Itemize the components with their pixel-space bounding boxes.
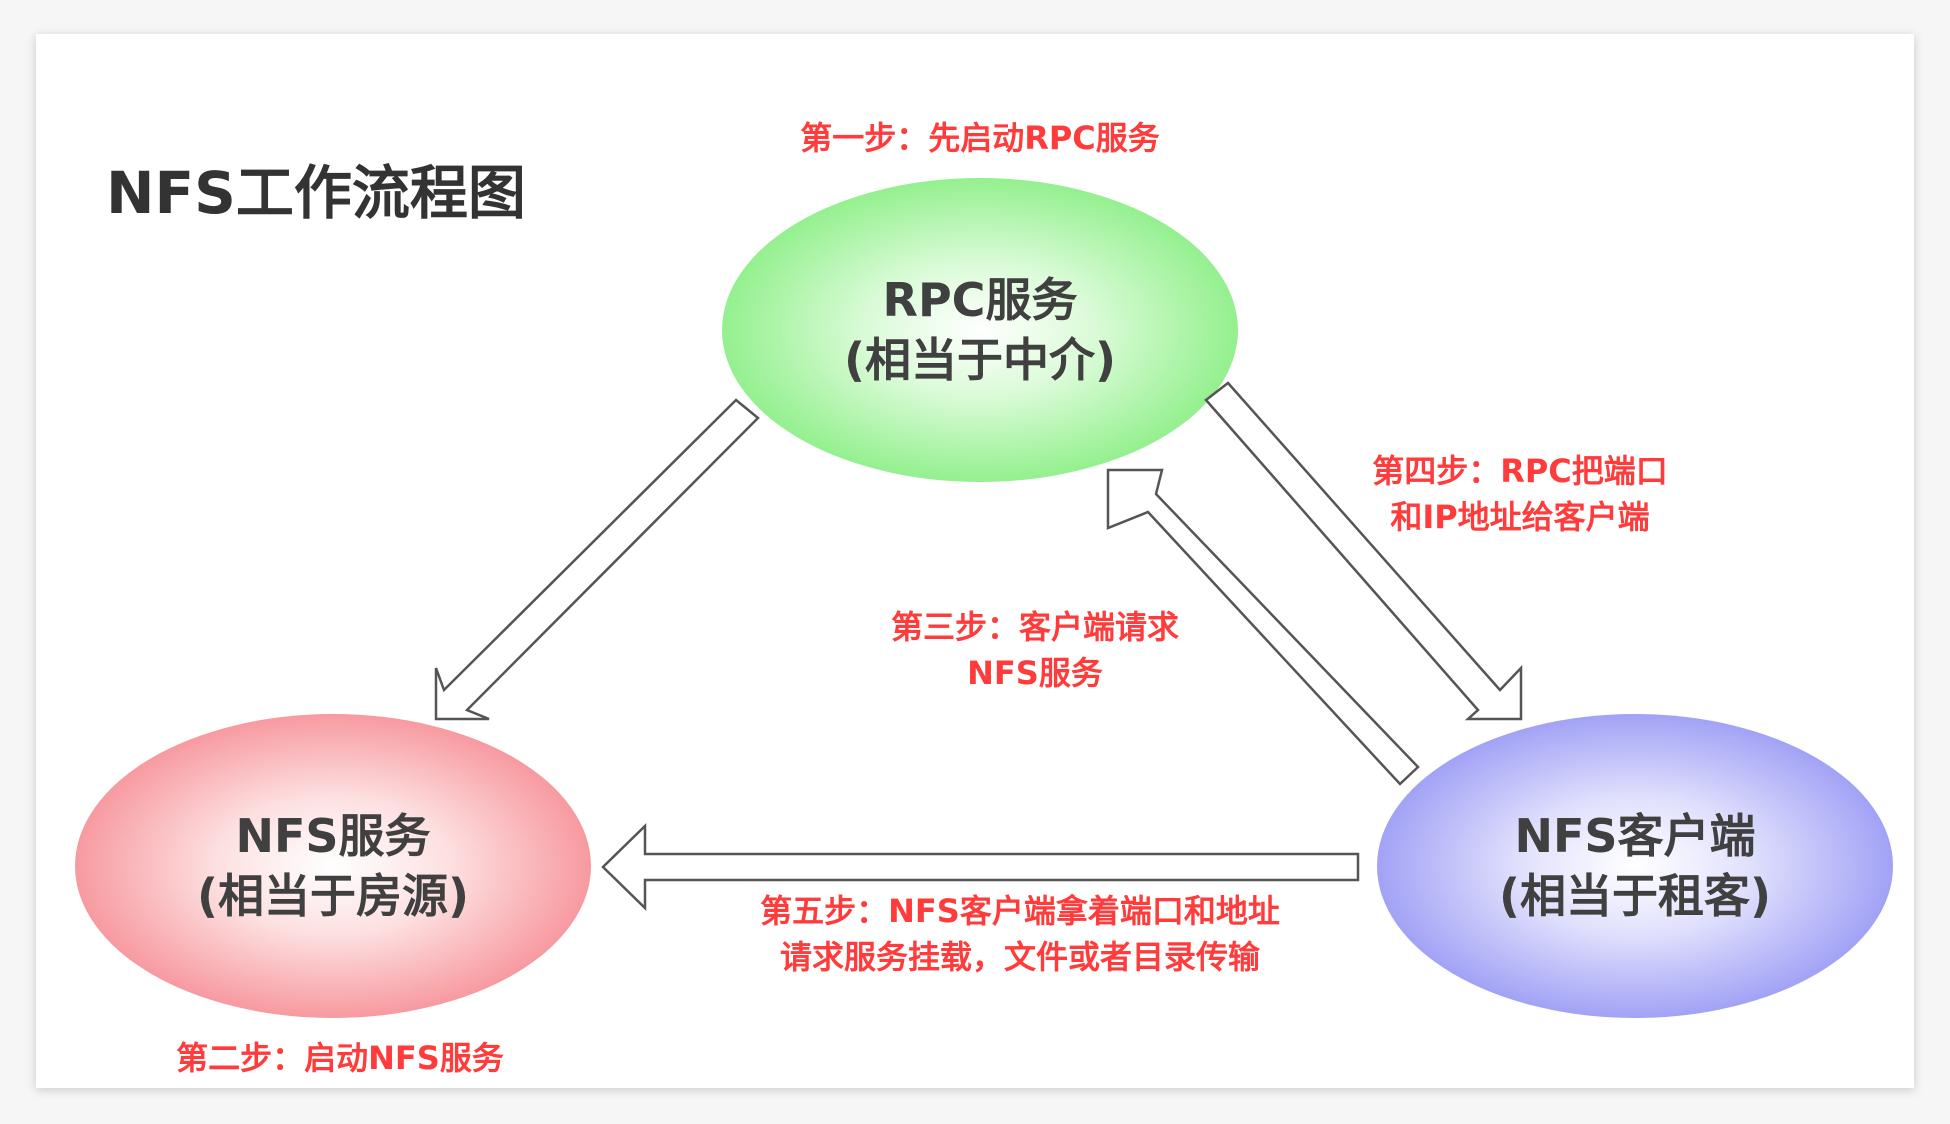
nfs-client-node: [1377, 714, 1893, 1018]
step4-text-line2: 和IP地址给客户端: [1390, 498, 1650, 536]
step1-label: 第一步：先启动RPC服务: [730, 115, 1230, 161]
nfs-server-subtitle: (相当于房源): [196, 869, 470, 923]
nfs-server-title: NFS服务: [235, 809, 431, 863]
step5-text-line2: 请求服务挂载，文件或者目录传输: [779, 938, 1260, 976]
rpc-service-node: [722, 178, 1238, 482]
step4-label: 第四步：RPC把端口 和IP地址给客户端: [1320, 448, 1720, 540]
step2-text: 第二步：启动NFS服务: [176, 1039, 504, 1077]
rpc-service-title: RPC服务: [882, 273, 1078, 327]
page-title: NFS工作流程图: [106, 159, 526, 227]
step5-text-line1: 第五步：NFS客户端拿着端口和地址: [760, 892, 1280, 930]
step3-text-line1: 第三步：客户端请求: [890, 608, 1179, 646]
step3-label: 第三步：客户端请求 NFS服务: [835, 604, 1235, 696]
step2-label: 第二步：启动NFS服务: [110, 1035, 570, 1081]
rpc-service-subtitle: (相当于中介): [843, 333, 1117, 387]
step4-text-line1: 第四步：RPC把端口: [1372, 452, 1668, 490]
nfs-client-label: NFS客户端 (相当于租客): [1435, 806, 1835, 926]
nfs-server-node: [75, 714, 591, 1018]
arrow-rpc-to-server: [434, 398, 760, 721]
step5-label: 第五步：NFS客户端拿着端口和地址 请求服务挂载，文件或者目录传输: [700, 888, 1340, 980]
arrow-client-to-server: [601, 823, 1360, 911]
nfs-client-title: NFS客户端: [1514, 809, 1756, 863]
nfs-client-subtitle: (相当于租客): [1498, 869, 1772, 923]
arrow-client-to-rpc: [1106, 468, 1420, 786]
rpc-service-label: RPC服务 (相当于中介): [780, 270, 1180, 390]
arrow-rpc-to-client: [1204, 381, 1523, 721]
step3-text-line2: NFS服务: [967, 654, 1103, 692]
nfs-server-label: NFS服务 (相当于房源): [133, 806, 533, 926]
step1-text: 第一步：先启动RPC服务: [800, 119, 1160, 157]
